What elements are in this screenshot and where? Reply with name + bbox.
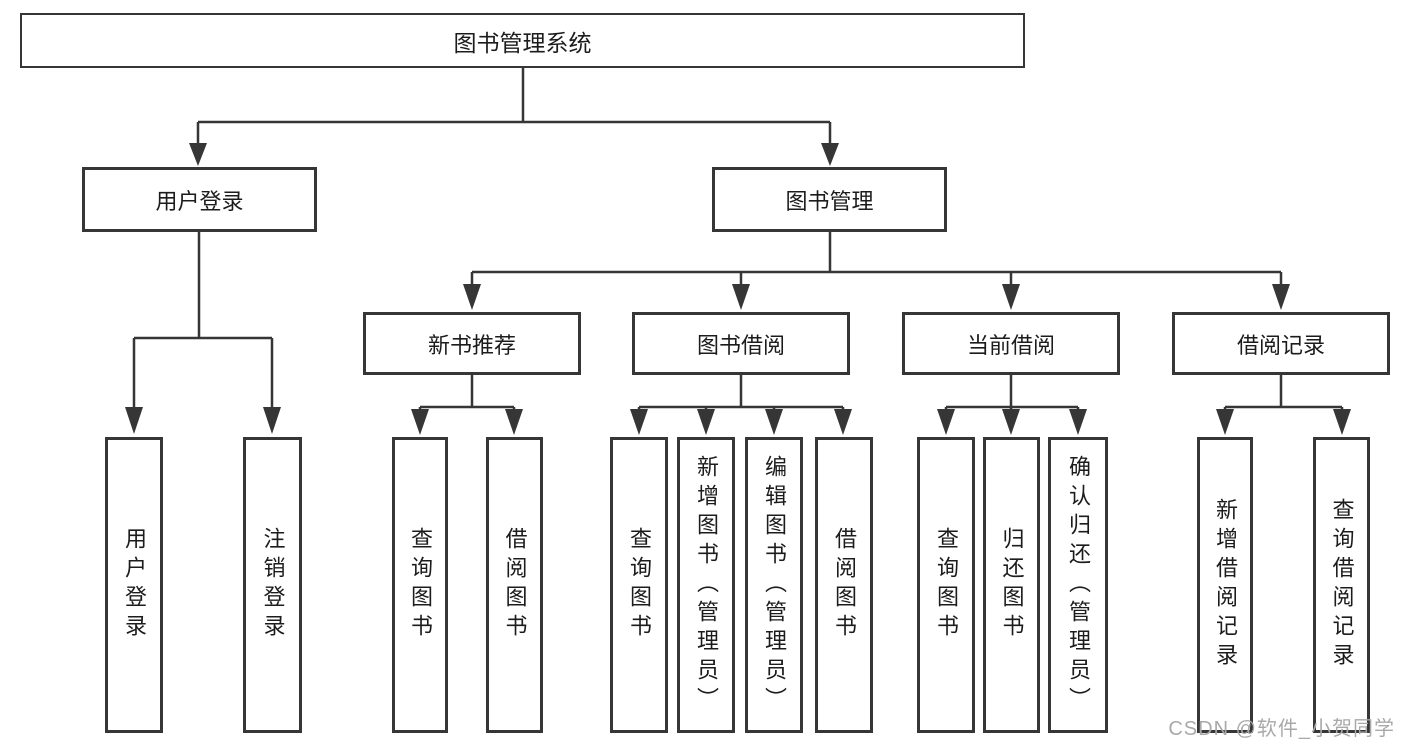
node-new-book-recommend: 新书推荐 [363,312,581,375]
leaf-borrow-borrow-books: 借阅图书 [815,437,873,733]
leaf-borrow-add-books-admin: 新增图书（管理员） [677,437,735,733]
leaf-label: 注销登录 [260,527,286,643]
leaf-borrow-edit-books-admin: 编辑图书（管理员） [745,437,803,733]
leaf-label: 编辑图书（管理员） [762,454,787,716]
leaf-records-query-record: 查询借阅记录 [1313,437,1370,733]
leaf-label: 查询借阅记录 [1329,498,1355,672]
leaf-user-login: 用户登录 [105,437,163,733]
leaf-borrow-query-books: 查询图书 [610,437,668,733]
leaf-label: 借阅图书 [832,527,857,643]
node-book-borrow: 图书借阅 [632,312,850,375]
leaf-current-query-books: 查询图书 [917,437,975,733]
leaf-records-add-record: 新增借阅记录 [1197,437,1253,733]
leaf-current-return-books: 归还图书 [983,437,1040,733]
leaf-label: 用户登录 [122,527,147,643]
leaf-label: 查询图书 [627,527,652,643]
leaf-recommend-borrow-books: 借阅图书 [486,437,543,733]
arrowhead-icons [125,143,1351,435]
leaf-label: 归还图书 [999,527,1025,643]
leaf-logout: 注销登录 [243,437,302,733]
leaf-label: 新增图书（管理员） [694,454,719,716]
node-book-management: 图书管理 [712,167,947,232]
leaf-current-confirm-return-admin: 确认归还（管理员） [1048,437,1108,733]
node-current-borrow: 当前借阅 [902,312,1120,375]
node-borrow-records: 借阅记录 [1172,312,1390,375]
node-user-login: 用户登录 [82,167,317,232]
leaf-label: 查询图书 [934,527,959,643]
leaf-label: 确认归还（管理员） [1066,454,1091,716]
leaf-label: 查询图书 [408,527,433,643]
node-library-system: 图书管理系统 [20,13,1025,68]
csdn-watermark: CSDN @软件_小贺同学 [1168,718,1395,740]
leaf-label: 新增借阅记录 [1213,498,1238,672]
leaf-recommend-query-books: 查询图书 [392,437,448,733]
leaf-label: 借阅图书 [502,527,528,643]
